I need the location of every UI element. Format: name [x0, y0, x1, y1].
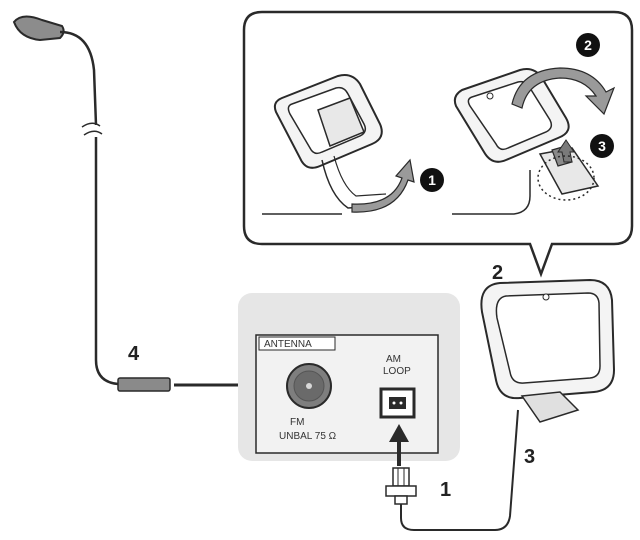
- antenna-title: ANTENNA: [264, 339, 312, 350]
- unfold-rotation-arrow: [351, 158, 415, 213]
- callout-step-2-badge: 2: [576, 33, 600, 57]
- am-loop-socket: [389, 397, 406, 409]
- am-socket-hole-right: [399, 401, 403, 405]
- fm-antenna-wire: [59, 30, 98, 126]
- attach-stand-arm: [452, 170, 531, 215]
- am-label: AM: [386, 354, 401, 365]
- loop-antenna-stand: [520, 391, 580, 423]
- loop-antenna-screw: [542, 293, 550, 301]
- assembly-step-unfold-figure: [262, 74, 415, 215]
- callout-step-1-badge: 1: [420, 168, 444, 192]
- am-socket-hole-left: [392, 401, 396, 405]
- step-3-label: 3: [524, 446, 535, 468]
- loop-label: LOOP: [383, 366, 411, 377]
- unfold-antenna-stand: [317, 97, 365, 147]
- antenna-title-box: [258, 336, 336, 351]
- assembly-step-attach-figure: [452, 67, 616, 215]
- fm-label: FM: [290, 417, 304, 428]
- callout-step-1-text: 1: [428, 172, 436, 188]
- am-loop-terminal: [379, 387, 416, 419]
- wire-break-mark: [81, 122, 103, 136]
- callout-step-3-badge: 3: [590, 134, 614, 158]
- fm-antenna-wire-lower: [94, 137, 119, 386]
- am-antenna-wire: [400, 409, 519, 531]
- attach-antenna-screw: [486, 92, 494, 100]
- attach-snap-dotted-circle: [537, 155, 595, 201]
- fm-antenna-plug: [117, 377, 171, 392]
- attach-rotate-arrow: [511, 67, 616, 116]
- assembly-callout: 1 2 3: [242, 10, 634, 278]
- fm-antenna-tip: [12, 15, 65, 42]
- fm-spec-label: UNBAL 75 Ω: [279, 431, 337, 442]
- callout-step-3-text: 3: [598, 138, 606, 154]
- loop-antenna-inner: [495, 292, 601, 384]
- rear-panel: ANTENNA FM UNBAL 75 Ω AM LOOP: [238, 293, 460, 461]
- am-loop-antenna: [480, 278, 616, 423]
- fm-terminal-pin: [306, 383, 312, 389]
- step-2-label: 2: [492, 262, 503, 284]
- fm-wire-antenna: [12, 15, 171, 392]
- step-4-label: 4: [128, 343, 140, 365]
- callout-step-2-text: 2: [584, 37, 592, 53]
- am-plug: [385, 467, 417, 505]
- step-1-arrow: [389, 424, 409, 466]
- step-1-label: 1: [440, 479, 451, 501]
- unfold-stand-arm-edge: [333, 155, 387, 197]
